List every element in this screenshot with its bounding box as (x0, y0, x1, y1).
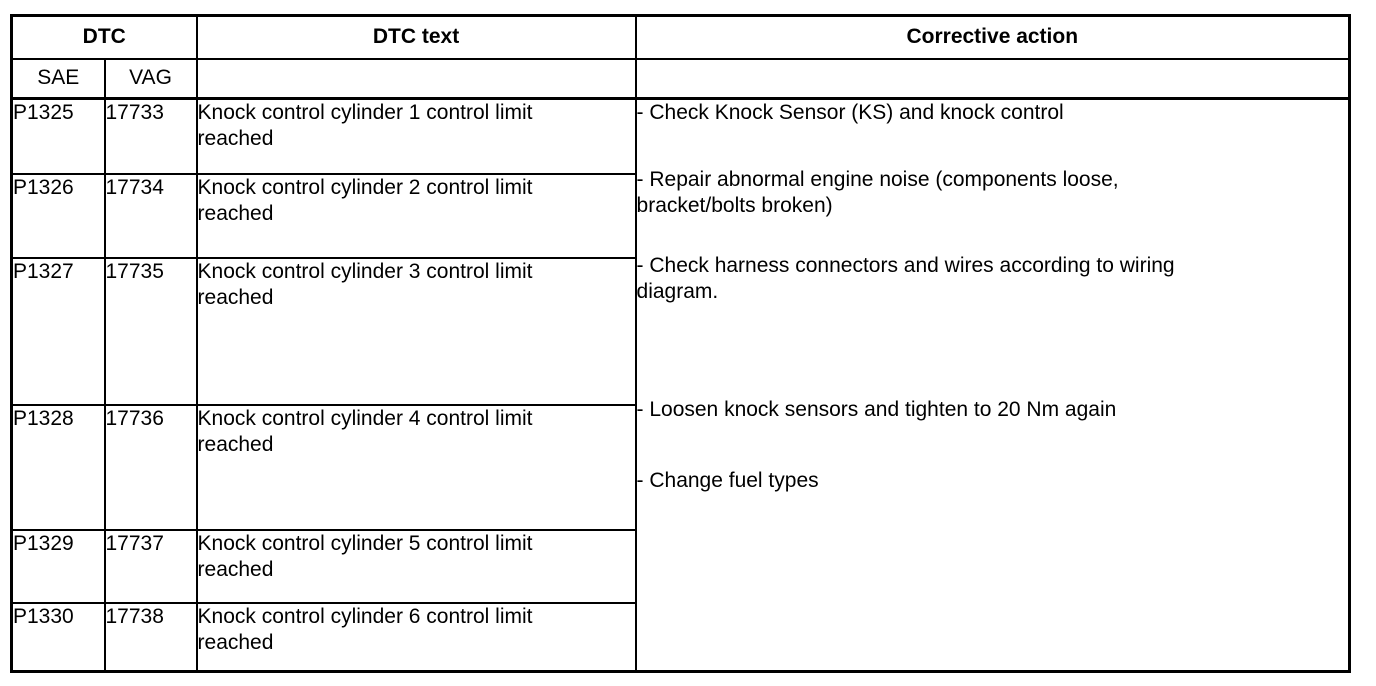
table-row: P1325 17733 Knock control cylinder 1 con… (10, 97, 1351, 673)
subheader-empty-corrective (634, 57, 1351, 100)
corrective-action-item: - Check Knock Sensor (KS) and knock cont… (636, 101, 1064, 124)
header-corrective-action: Corrective action (634, 14, 1351, 60)
table-subheader-row: SAE VAG (10, 57, 1351, 100)
dtc-description: Knock control cylinder 1 control limit r… (195, 97, 637, 175)
table-row: P1330 17738 Knock control cylinder 6 con… (10, 601, 1350, 673)
vag-code: 17733 (103, 97, 198, 175)
sae-code: P1326 (10, 172, 106, 259)
vag-code: 17738 (103, 601, 198, 673)
vag-code: 17737 (103, 528, 198, 604)
vag-code: 17735 (103, 256, 198, 406)
corrective-action-item: - Check harness connectors and wires acc… (636, 254, 1175, 303)
dtc-description: Knock control cylinder 5 control limit r… (195, 528, 637, 604)
corrective-action-item: - Loosen knock sensors and tighten to 20… (636, 398, 1117, 421)
subheader-vag: VAG (103, 57, 198, 100)
vag-code: 17736 (103, 403, 198, 531)
dtc-fault-table: DTC DTC text Corrective action SAE VAG P… (10, 14, 1352, 673)
dtc-description: Knock control cylinder 3 control limit r… (195, 256, 637, 406)
header-dtc: DTC (10, 14, 198, 60)
subheader-empty-dtc-text (195, 57, 637, 100)
table-row: P1328 17736 Knock control cylinder 4 con… (10, 403, 1350, 531)
table-row: P1326 17734 Knock control cylinder 2 con… (10, 172, 1350, 259)
sae-code: P1330 (10, 601, 106, 673)
sae-code: P1327 (10, 256, 106, 406)
corrective-action-item: - Repair abnormal engine noise (componen… (636, 168, 1119, 217)
corrective-actions-cell: - Check Knock Sensor (KS) and knock cont… (634, 97, 1351, 673)
vag-code: 17734 (103, 172, 198, 259)
dtc-description: Knock control cylinder 6 control limit r… (195, 601, 637, 673)
header-dtc-text: DTC text (195, 14, 637, 60)
dtc-description: Knock control cylinder 2 control limit r… (195, 172, 637, 259)
table-header-row: DTC DTC text Corrective action (10, 14, 1351, 60)
sae-code: P1329 (10, 528, 106, 604)
table-row: P1327 17735 Knock control cylinder 3 con… (10, 256, 1350, 406)
sae-code: P1328 (10, 403, 106, 531)
sae-code: P1325 (10, 97, 106, 175)
table-row: P1329 17737 Knock control cylinder 5 con… (10, 528, 1350, 604)
corrective-action-item: - Change fuel types (636, 469, 819, 492)
dtc-description: Knock control cylinder 4 control limit r… (195, 403, 637, 531)
subheader-sae: SAE (10, 57, 106, 100)
